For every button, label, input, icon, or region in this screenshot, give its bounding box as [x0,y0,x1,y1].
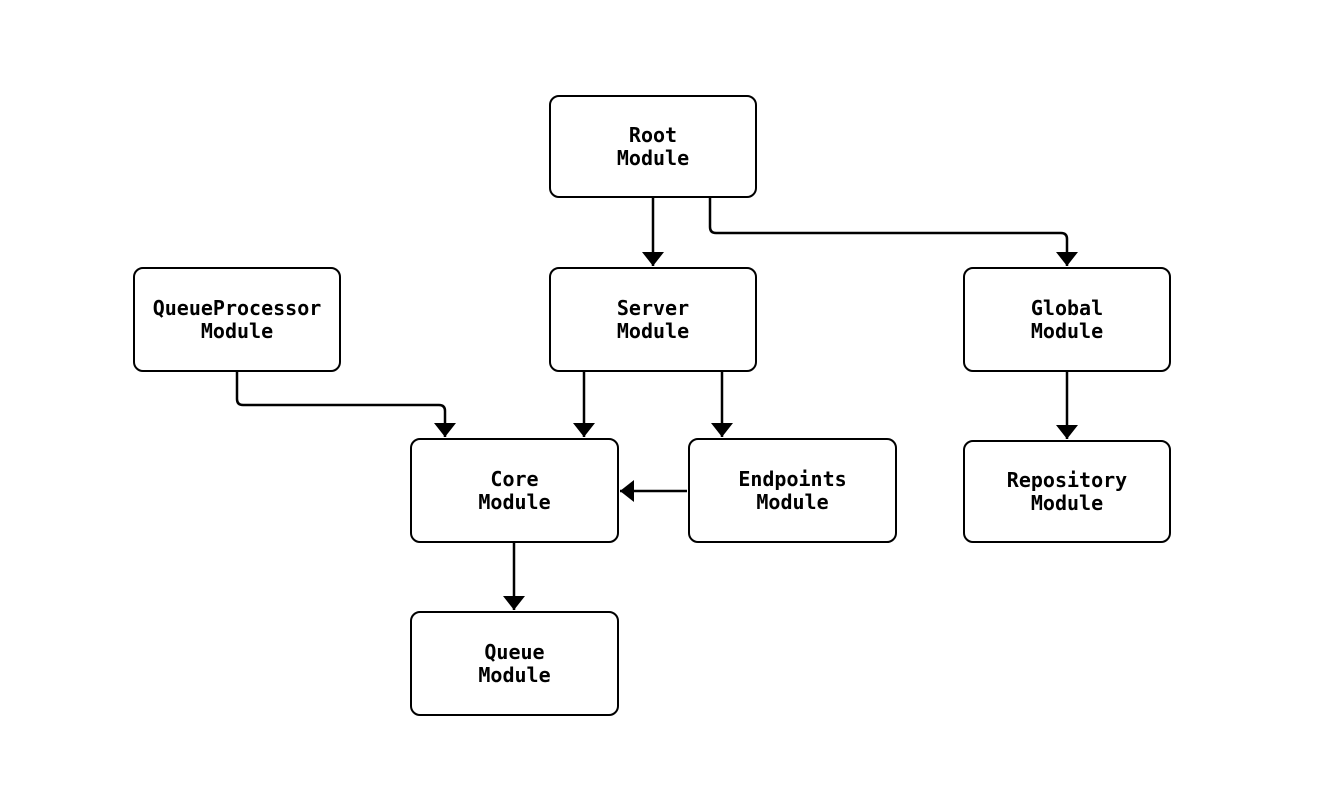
node-global-module: Global Module [963,267,1171,372]
node-label: Root Module [616,122,690,170]
edge-queueprocessor-to-core [235,372,456,437]
node-core-module: Core Module [410,438,619,543]
node-label: QueueProcessor Module [152,295,322,343]
node-root-module: Root Module [549,95,757,198]
node-label: Global Module [1030,295,1104,343]
node-label: Server Module [616,295,690,343]
node-label: Queue Module [478,639,551,687]
node-endpoints-module: Endpoints Module [688,438,897,543]
edge-root-to-global [708,198,1078,266]
node-server-module: Server Module [549,267,757,372]
node-queueprocessor-module: QueueProcessor Module [133,267,341,372]
node-label: Core Module [478,466,551,514]
node-queue-module: Queue Module [410,611,619,716]
node-label: Repository Module [1006,467,1128,515]
node-repository-module: Repository Module [963,440,1171,543]
node-label: Endpoints Module [738,466,847,514]
